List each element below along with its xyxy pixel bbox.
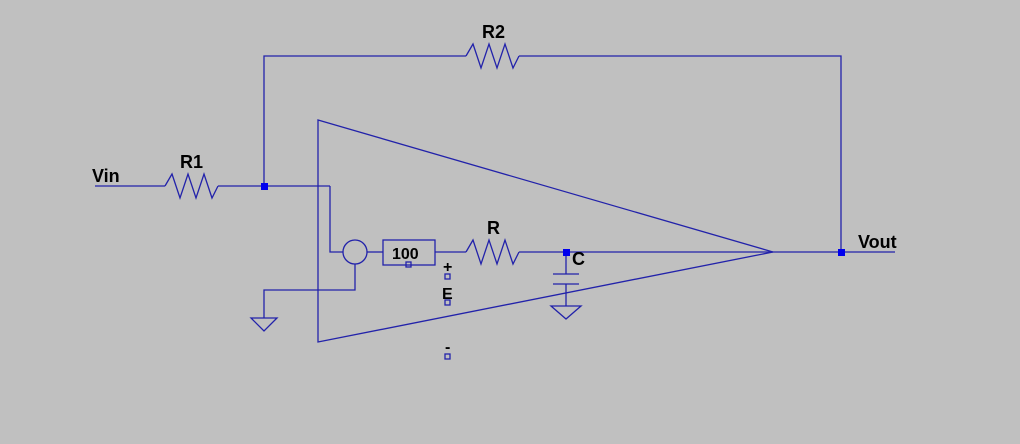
opamp-triangle [317, 119, 774, 343]
e-pin-minus [444, 353, 451, 360]
label-c: C [572, 249, 585, 269]
voltage-source-symbol [342, 239, 368, 265]
e-pin-plus [444, 273, 451, 280]
label-gain-box: 100 [392, 246, 419, 263]
junction-input-node [261, 183, 268, 190]
label-vin: Vin [92, 166, 120, 186]
ground-symbol-cap [549, 305, 583, 320]
label-r2: R2 [482, 22, 505, 42]
wire-source-ground [263, 264, 356, 318]
label-plus: + [443, 259, 452, 276]
label-r1: R1 [180, 152, 203, 172]
resistor-r1 [164, 171, 219, 201]
junction-output-node [838, 249, 845, 256]
ground-symbol-left [249, 317, 279, 332]
e-pin-mid [444, 299, 451, 306]
resistor-r [465, 237, 520, 267]
wire-feedback-left [263, 55, 466, 186]
gain-box-pin [405, 261, 412, 268]
resistor-r2 [465, 41, 520, 71]
wire-inverting-input [329, 186, 343, 253]
label-minus: - [445, 339, 450, 356]
junction-cap-node [563, 249, 570, 256]
label-e: E [442, 286, 453, 303]
label-vout: Vout [858, 232, 897, 252]
wire-feedback-right [519, 55, 842, 252]
label-r: R [487, 218, 500, 238]
